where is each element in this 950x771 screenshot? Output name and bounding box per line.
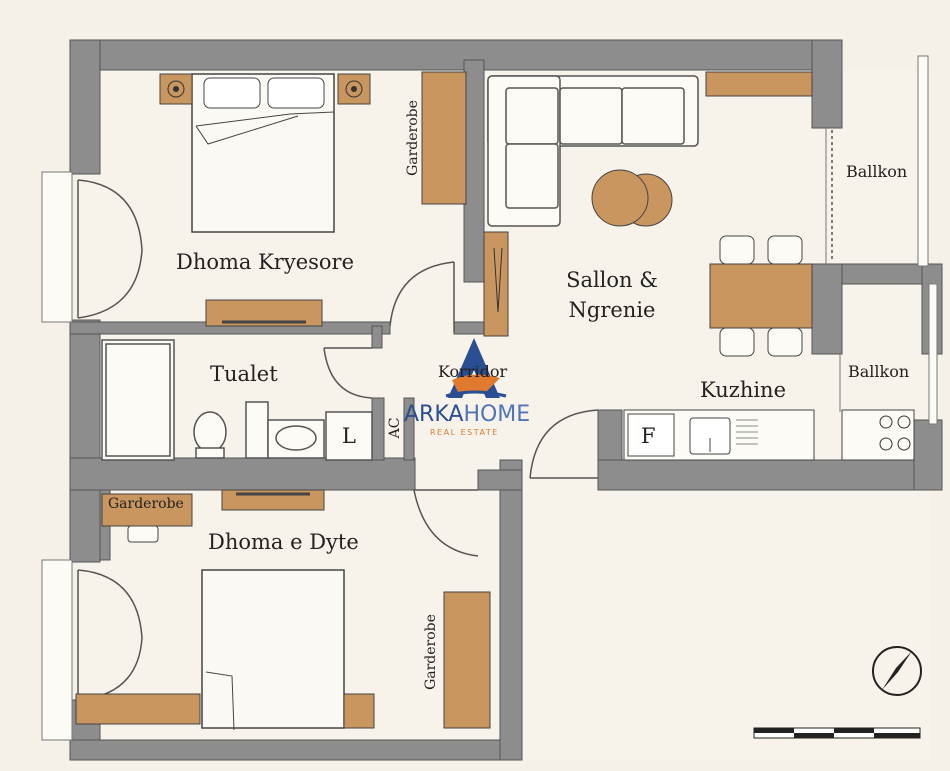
nightstands <box>159 73 371 105</box>
room-label-balcony-bottom: Ballkon <box>848 362 910 381</box>
second-bed-bench <box>75 693 201 725</box>
room-label-corridor: Korridor <box>438 362 508 381</box>
label-wardrobe-second: Garderobe <box>423 614 439 690</box>
master-bed <box>191 73 335 233</box>
walls <box>69 39 943 761</box>
living-sideboard <box>705 71 813 97</box>
compass-icon <box>872 646 922 696</box>
room-label-balcony-top: Ballkon <box>846 162 908 181</box>
sofa <box>487 75 699 227</box>
logo-name-part2: HOME <box>463 402 531 427</box>
master-wardrobe <box>421 71 467 205</box>
room-label-master-bedroom: Dhoma Kryesore <box>176 250 355 274</box>
arka-home-logo-icon <box>445 338 507 398</box>
desk-chair <box>127 525 159 543</box>
label-fridge: F <box>641 424 656 448</box>
label-laundry: L <box>342 424 356 448</box>
second-nightstand <box>343 693 375 729</box>
doors <box>77 130 833 701</box>
room-label-living-line2: Ngrenie <box>568 298 656 322</box>
label-ac: AC <box>387 417 403 439</box>
room-label-toilet: Tualet <box>210 362 278 386</box>
logo-wordmark: ARKAHOME <box>404 402 530 427</box>
logo-name-part1: ARKA <box>404 402 464 427</box>
stove <box>841 409 915 461</box>
bathroom-fixtures <box>101 339 373 461</box>
dining-set <box>709 235 813 357</box>
coffee-tables <box>591 169 673 227</box>
second-small-wardrobe <box>101 493 193 527</box>
label-wardrobe-second-small: Garderobe <box>108 496 184 512</box>
kitchen-counter <box>623 409 815 461</box>
second-wardrobe <box>443 591 491 729</box>
left-windows <box>41 171 73 741</box>
room-label-kitchen: Kuzhine <box>700 378 787 402</box>
label-wardrobe-master: Garderobe <box>405 100 421 176</box>
room-label-living-line1: Sallon & <box>566 268 658 292</box>
scale-bar <box>753 727 921 739</box>
logo-tagline: REAL ESTATE <box>430 428 499 437</box>
second-bed <box>201 569 345 731</box>
room-label-second-bedroom: Dhoma e Dyte <box>208 530 359 554</box>
balcony-glass <box>825 55 938 425</box>
